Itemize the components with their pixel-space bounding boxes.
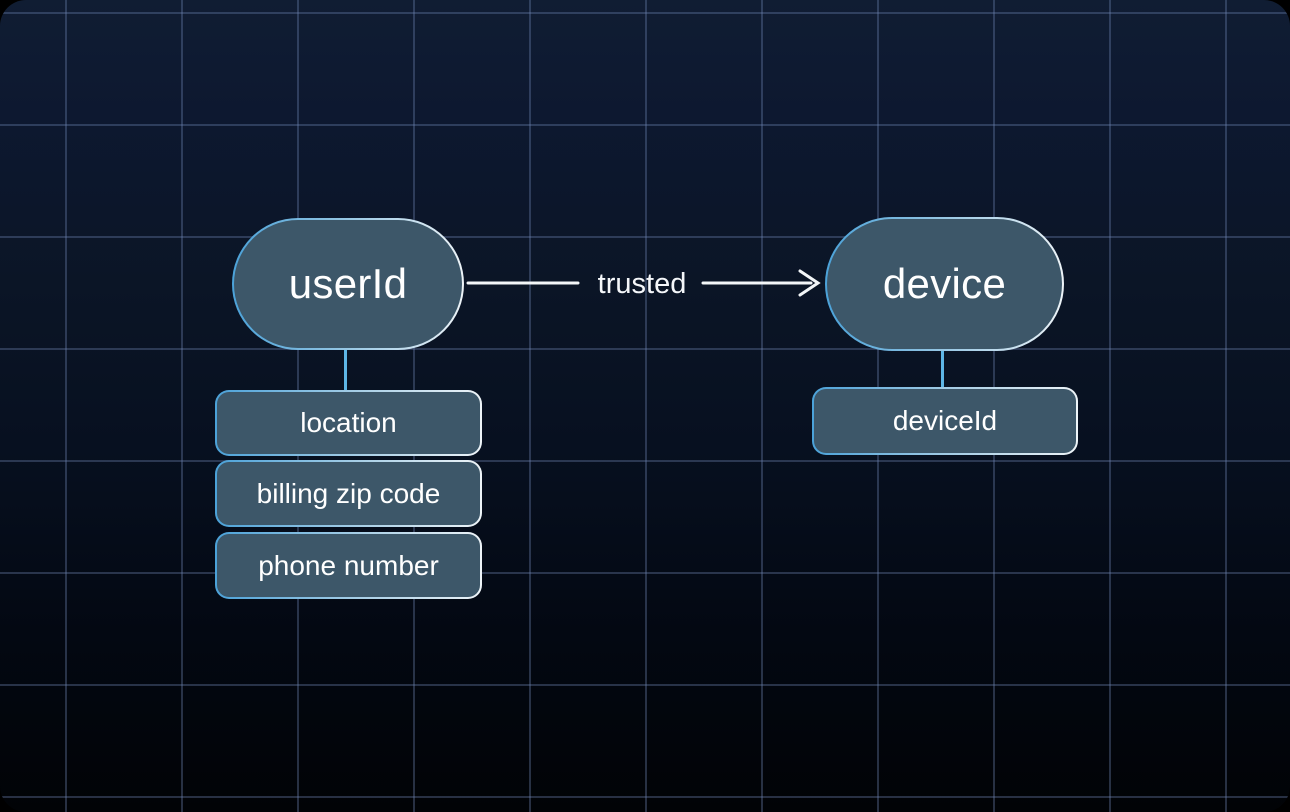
attribute-billing-zip-code-label: billing zip code: [256, 477, 441, 509]
node-device[interactable]: device: [825, 217, 1064, 351]
attribute-location-label: location: [300, 407, 397, 438]
edge-trusted-arrow: [466, 269, 821, 297]
edge-trusted-label: trusted: [597, 268, 687, 300]
node-userid[interactable]: userId: [232, 218, 464, 350]
node-device-label: device: [882, 260, 1007, 307]
attribute-phone-number[interactable]: phone number: [215, 532, 482, 599]
connector-device-attributes: [941, 347, 944, 388]
attribute-location[interactable]: location: [215, 390, 482, 456]
attribute-billing-zip-code[interactable]: billing zip code: [215, 460, 482, 527]
attribute-phone-number-label: phone number: [258, 549, 439, 581]
attribute-deviceid-label: deviceId: [892, 405, 998, 436]
connector-userid-attributes: [344, 346, 347, 391]
attribute-deviceid[interactable]: deviceId: [812, 387, 1078, 455]
node-userid-label: userId: [288, 260, 408, 307]
